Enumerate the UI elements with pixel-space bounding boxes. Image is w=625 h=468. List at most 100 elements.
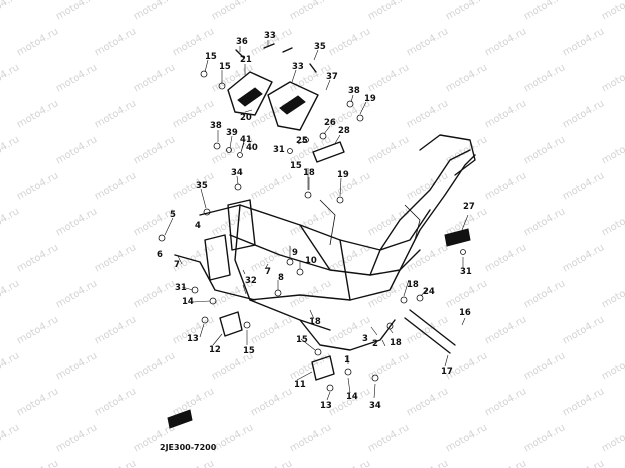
watermark-text: moto4.ru xyxy=(561,98,606,130)
callout-label: 21 xyxy=(240,55,252,65)
watermark-text: moto4.ru xyxy=(483,386,528,418)
bolt-9 xyxy=(286,258,294,266)
watermark-text: moto4.ru xyxy=(171,170,216,202)
callout-label: 17 xyxy=(441,367,453,377)
watermark-text: moto4.ru xyxy=(15,170,60,202)
long-bolt-16 xyxy=(409,309,456,346)
callout-label: 18 xyxy=(309,317,321,327)
bolt-15b xyxy=(314,348,322,356)
bolt-34 xyxy=(371,374,379,382)
watermark-text: moto4.ru xyxy=(561,314,606,346)
watermark-text: moto4.ru xyxy=(561,242,606,274)
callout-label: 40 xyxy=(246,143,258,153)
watermark-text: moto4.ru xyxy=(444,0,489,23)
watermark-text: moto4.ru xyxy=(483,458,528,468)
watermark-text: moto4.ru xyxy=(93,458,138,468)
callout-label: 33 xyxy=(292,62,304,72)
diagram-code: 2JE300-7200 xyxy=(160,443,217,452)
watermark-text: moto4.ru xyxy=(483,26,528,58)
callout-label: 33 xyxy=(264,31,276,41)
bracket-slot-a xyxy=(237,87,263,107)
leader-set xyxy=(164,40,469,401)
watermark-text: moto4.ru xyxy=(405,458,450,468)
watermark-text: moto4.ru xyxy=(561,386,606,418)
callout-labels: 15 15 36 21 33 33 35 37 38 19 20 38 39 4… xyxy=(157,31,475,452)
callout-label: 41 xyxy=(240,135,252,145)
watermark-text: moto4.ru xyxy=(600,350,625,382)
bracket-upper-20 xyxy=(267,81,319,131)
callout-label: 19 xyxy=(337,170,349,180)
bolt-5 xyxy=(158,234,166,242)
watermark-text: moto4.ru xyxy=(600,422,625,454)
callout-label: 36 xyxy=(236,37,248,47)
watermark-text: moto4.ru xyxy=(132,278,177,310)
bolt-28 xyxy=(416,294,424,302)
frame-parts xyxy=(158,43,476,429)
watermark-text: moto4.ru xyxy=(405,98,450,130)
pin-38 xyxy=(235,49,245,59)
callout-label: 15 xyxy=(205,52,217,62)
watermark-text: moto4.ru xyxy=(444,62,489,94)
bolt-13a xyxy=(201,316,209,324)
watermark-text: moto4.ru xyxy=(54,0,99,23)
callout-label: 6 xyxy=(157,250,163,260)
watermark-text: moto4.ru xyxy=(327,26,372,58)
callout-label: 2 xyxy=(372,339,378,349)
engine-mount-plate xyxy=(204,234,231,281)
watermark-text: moto4.ru xyxy=(522,0,567,23)
watermark-text: moto4.ru xyxy=(249,458,294,468)
watermark-text: moto4.ru xyxy=(93,26,138,58)
callout-label: 28 xyxy=(338,126,350,136)
bracket-29 xyxy=(444,228,471,247)
subframe-lower xyxy=(299,319,396,351)
watermark-text: moto4.ru xyxy=(54,278,99,310)
watermark-text: moto4.ru xyxy=(444,278,489,310)
bolt-19a xyxy=(336,196,344,204)
callout-label: 9 xyxy=(292,248,298,258)
callout-label: 10 xyxy=(305,256,317,266)
watermark-text: moto4.ru xyxy=(288,350,333,382)
watermark-text: moto4.ru xyxy=(366,422,411,454)
callout-label: 5 xyxy=(170,210,176,220)
callout-label: 34 xyxy=(369,401,381,411)
bolt-8 xyxy=(274,289,282,297)
watermark-text: moto4.ru xyxy=(132,350,177,382)
watermark-text: moto4.ru xyxy=(600,278,625,310)
callout-label: 32 xyxy=(245,276,257,286)
frame-rear-rail-2 xyxy=(399,154,476,271)
bracket-slot-b xyxy=(279,95,306,115)
watermark-text: moto4.ru xyxy=(15,242,60,274)
bolt-23 xyxy=(200,70,208,78)
watermark-text: moto4.ru xyxy=(522,62,567,94)
callout-label: 15 xyxy=(243,346,255,356)
callout-label: 4 xyxy=(195,221,201,231)
callout-label: 27 xyxy=(463,202,475,212)
frame-main-right xyxy=(229,234,421,276)
watermark-text: moto4.ru xyxy=(15,458,60,468)
bolt-22 xyxy=(356,114,364,122)
watermark-text: moto4.ru xyxy=(15,386,60,418)
callout-label: 18 xyxy=(390,338,402,348)
callout-label: 25 xyxy=(296,136,308,146)
watermark-text: moto4.ru xyxy=(93,386,138,418)
callout-label: 34 xyxy=(231,168,243,178)
watermark-text: moto4.ru xyxy=(0,350,21,382)
leader-lines xyxy=(164,40,469,401)
callout-label: 3 xyxy=(362,334,368,344)
callout-label: 31 xyxy=(175,283,187,293)
watermark-text: moto4.ru xyxy=(366,134,411,166)
watermark-text: moto4.ru xyxy=(405,26,450,58)
watermark-text: moto4.ru xyxy=(366,206,411,238)
bolt-25 xyxy=(319,132,327,140)
callout-label: 31 xyxy=(273,145,285,155)
callout-label: 7 xyxy=(265,267,271,277)
callout-label: 18 xyxy=(303,168,315,178)
bolt-35a xyxy=(234,183,242,191)
bolt-31b xyxy=(460,249,466,255)
bolt-13b xyxy=(326,384,334,392)
watermark-text: moto4.ru xyxy=(54,134,99,166)
watermark-text: moto4.ru xyxy=(288,0,333,23)
bolt-31a xyxy=(287,148,293,154)
watermark-text: moto4.ru xyxy=(93,242,138,274)
